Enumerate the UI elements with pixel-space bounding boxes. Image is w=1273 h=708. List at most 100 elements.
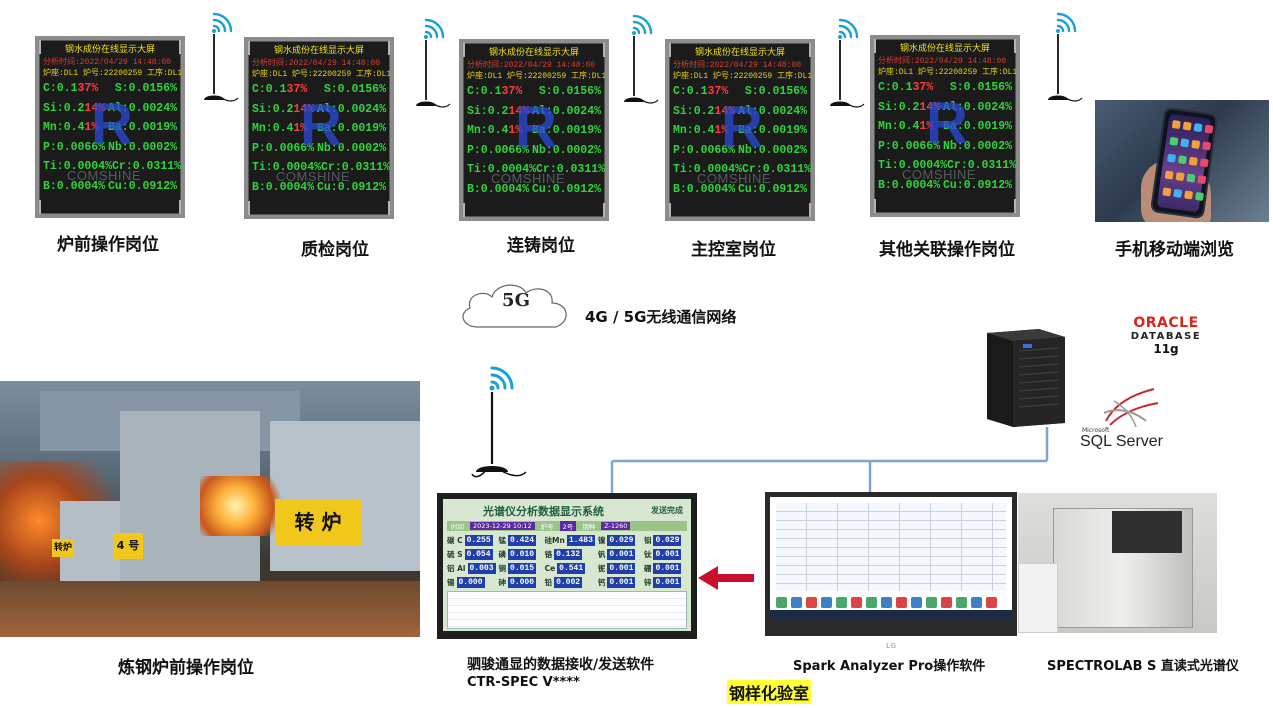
led-left-value: P:0.0066% [467,143,530,157]
wifi-antenna-icon [624,14,659,104]
led-right-value: Ba:0.0019% [737,124,807,137]
info-bar-item: 炉号 [540,523,554,531]
led-row: B:0.0004%Cu:0.0912% [252,178,386,198]
led-left-value: Mn:0.4 [878,120,920,133]
element-value: 0.541 [557,563,586,574]
led-right-value: Cu:0.0912% [942,178,1012,192]
watermark: COMSHINE [697,171,772,186]
led-row: P:0.0066%Nb:0.0002% [673,141,807,161]
led-right-value: Nb:0.0002% [737,143,807,157]
element-name: 钙 [597,578,606,587]
microsoft-text: Microsoft [1082,427,1110,434]
spark-analyzer-monitor: LG [765,492,1017,650]
led-row: Mn:0.41%Ba:0.0019% [467,121,601,141]
led-left-value: Mn:0.4 [252,122,294,135]
element-value: 0.054 [464,549,493,560]
taskbar [770,610,1012,620]
led-left-value: B:0.0004% [43,179,106,193]
info-bar-item: 钢种 [582,523,596,531]
station-label-control: 主控室岗位 [691,240,776,260]
led-left-value: Ti:0.0004% [43,160,113,173]
led-row: Mn:0.41%Ba:0.0019% [878,117,1012,137]
sql-server-text: SQL Server [1080,433,1163,450]
element-name: 锌 [643,578,652,587]
logo-r-icon: R [926,91,968,156]
logo-r-icon: R [91,92,133,157]
led-left-extra: 37% [707,85,729,98]
element-name: 钛 [643,550,652,559]
led-left-value: P:0.0066% [878,139,941,153]
led-left-value: Si:0.2 [43,101,85,115]
watermark: COMSHINE [491,171,566,186]
led-left-extra: 14% [508,104,530,118]
led-time: 分析时间:2022/04/29 14:48:00 [673,61,802,70]
sign-number-4: 4 号 [113,533,143,559]
led-row: Si:0.214%Al:0.0024% [878,98,1012,118]
station-label-mobile: 手机移动端浏览 [1115,240,1234,260]
station-label-quality: 质检岗位 [301,240,369,260]
station-label-casting: 连铸岗位 [507,236,575,256]
led-right-value: Nb:0.0002% [107,140,177,154]
led-furnace: 炉座:DL1 炉号:22200259 工序:DL1 [43,69,183,78]
led-left-value: P:0.0066% [43,140,106,154]
led-left-value: C:0.1 [252,83,287,96]
info-bar-item: 时间 [451,523,464,531]
led-row: Ti:0.0004%Cr:0.0311% [252,158,390,178]
led-right-value: S:0.0156% [114,82,177,95]
led-row: B:0.0004%Cu:0.0912% [43,177,177,197]
led-furnace: 炉座:DL1 炉号:22200259 工序:DL1 [252,70,392,79]
led-right-value: Cr:0.0311% [112,160,182,173]
element-value: 0.003 [467,563,496,574]
led-row: P:0.0066%Nb:0.0002% [43,138,177,158]
led-row: C:0.137%S:0.0156% [43,79,177,99]
led-furnace: 炉座:DL1 炉号:22200259 工序:DL1 [673,72,813,81]
led-title: 钢水成份在线显示大屏 [694,48,785,58]
led-right-value: Cu:0.0912% [531,182,601,196]
led-row: B:0.0004%Cu:0.0912% [467,180,601,200]
oracle-logo: ORACLE DATABASE 11g [1120,315,1212,356]
led-title: 钢水成份在线显示大屏 [488,48,579,58]
led-left-value: Ti:0.0004% [878,159,948,172]
led-row: B:0.0004%Cu:0.0912% [878,176,1012,196]
led-left-value: B:0.0004% [673,182,736,196]
led-row: Si:0.214%Al:0.0024% [252,100,386,120]
led-right-value: S:0.0156% [949,81,1012,94]
info-bar-item: 2号 [559,521,577,531]
led-time: 分析时间:2022/04/29 14:48:00 [467,61,596,70]
element-value: 0.132 [554,549,583,560]
element-name: 砷 [498,578,507,587]
plant-label: 炼钢炉前操作岗位 [118,658,254,678]
watermark: COMSHINE [276,169,351,184]
element-value: 0.001 [653,563,682,574]
wifi-antenna-icon [1048,12,1083,102]
led-left-value: B:0.0004% [252,180,315,194]
led-right-value: Nb:0.0002% [942,139,1012,153]
element-value: 0.001 [607,563,636,574]
element-name: Ce [544,564,556,573]
sign-converter: 转 炉 [275,499,361,545]
led-right-value: S:0.0156% [323,83,386,96]
led-row: C:0.137%S:0.0156% [252,80,386,100]
led-left-value: Ti:0.0004% [252,161,322,174]
led-right-value: Cr:0.0311% [321,161,391,174]
led-title: 钢水成份在线显示大屏 [899,44,990,54]
led-row: Ti:0.0004%Cr:0.0311% [878,156,1016,176]
cloud-icon [462,284,567,328]
led-left-extra: 1% [714,124,729,137]
led-row: Mn:0.41%Ba:0.0019% [252,119,386,139]
element-name: 锰 [498,536,507,545]
led-left-value: C:0.1 [43,82,78,95]
led-right-value: Al:0.0024% [107,101,177,115]
station-label-furnace: 炉前操作岗位 [57,235,159,255]
led-display-4: 钢水成份在线显示大屏分析时间:2022/04/29 14:48:00 炉座:DL1… [665,39,815,221]
element-value: 0.001 [607,549,636,560]
ctr-spec-status: 发送完成 [651,506,683,515]
oracle-version-text: 11g [1153,342,1179,356]
